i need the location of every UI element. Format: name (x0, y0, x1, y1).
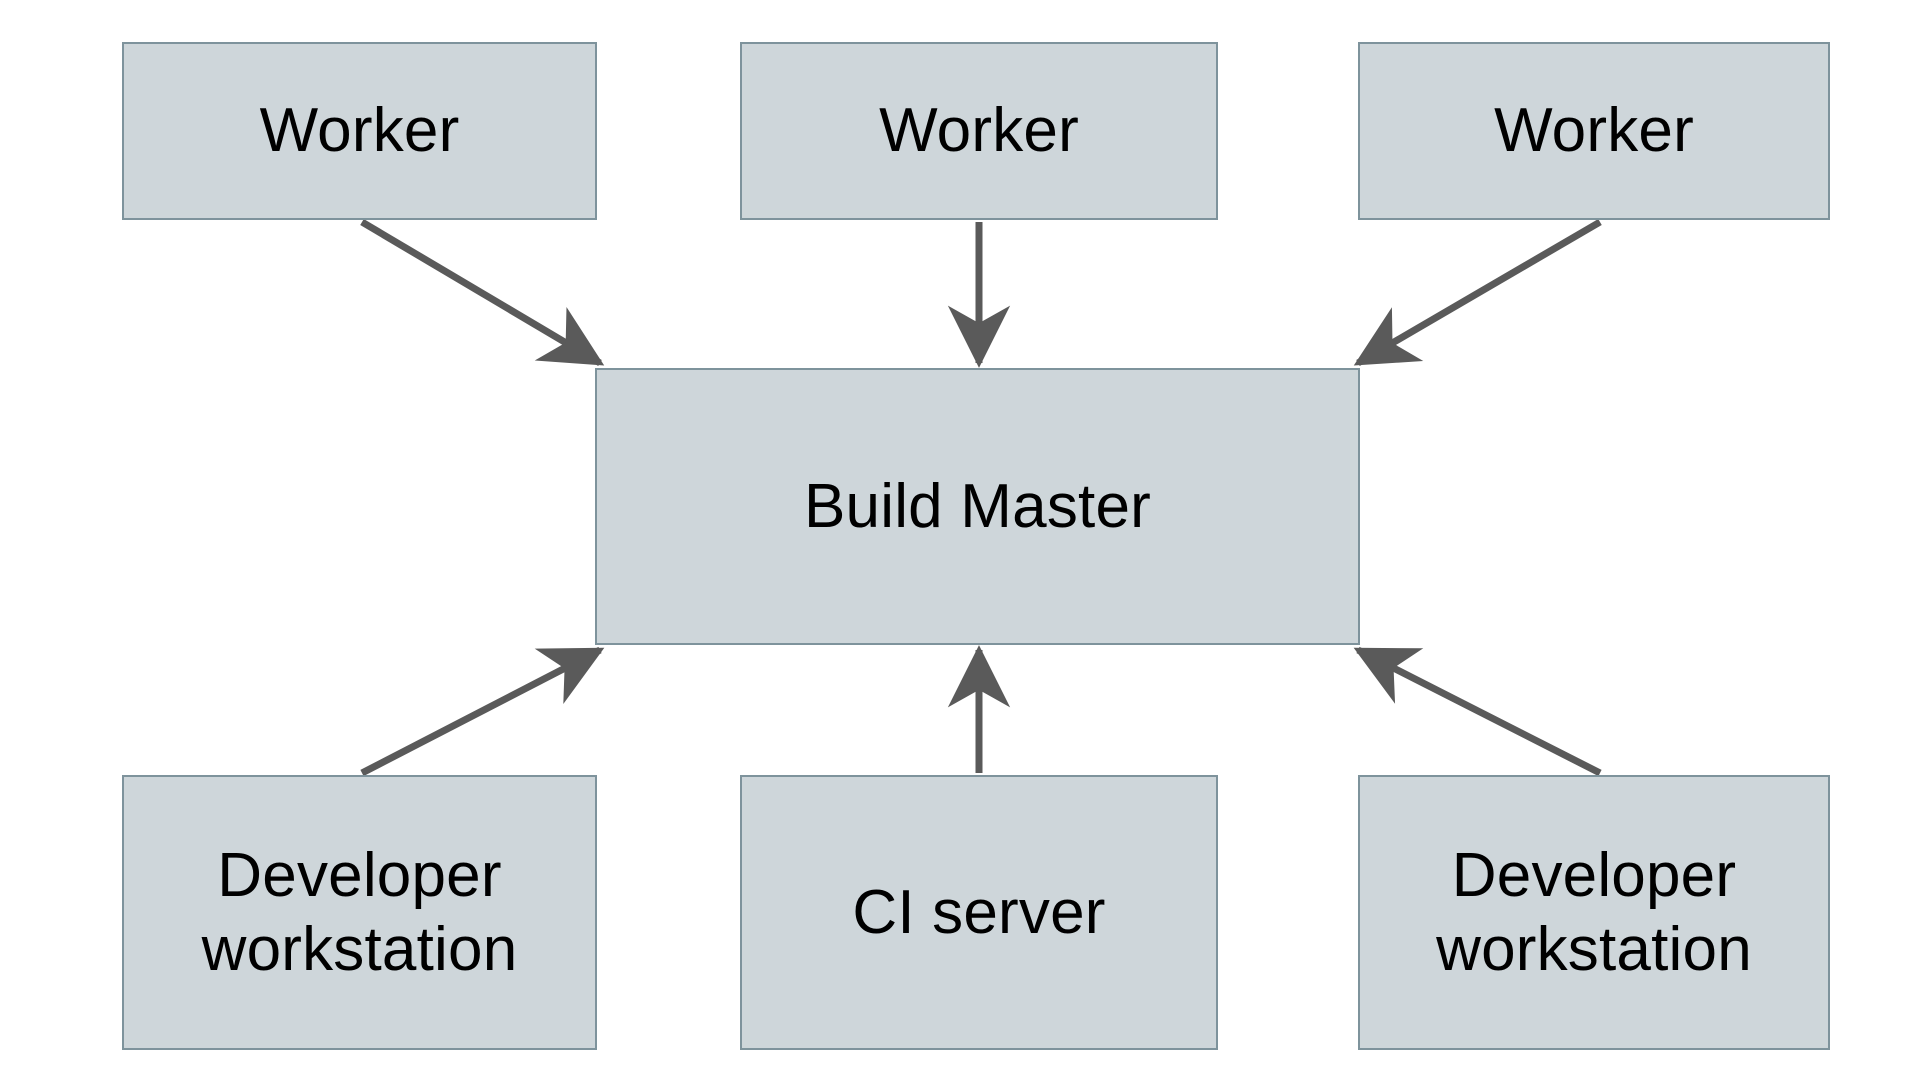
node-label: Worker (879, 96, 1079, 166)
node-label: Worker (1494, 96, 1694, 166)
edge-dev-left-to-build-master (360, 646, 605, 777)
node-worker-center[interactable]: Worker (740, 42, 1218, 220)
node-label: Worker (259, 96, 460, 166)
node-developer-workstation-left[interactable]: Developer workstation (122, 775, 597, 1050)
node-label: Developer workstation (1436, 841, 1752, 984)
node-worker-right[interactable]: Worker (1358, 42, 1830, 220)
edge-dev-right-to-build-master (1353, 646, 1602, 777)
edge-worker-left-to-build-master (360, 218, 605, 367)
edge-worker-right-to-build-master (1353, 218, 1602, 367)
node-ci-server[interactable]: CI server (740, 775, 1218, 1050)
node-developer-workstation-right[interactable]: Developer workstation (1358, 775, 1830, 1050)
node-build-master[interactable]: Build Master (595, 368, 1360, 645)
node-label: Build Master (804, 471, 1151, 541)
node-label: CI server (852, 877, 1106, 947)
node-worker-left[interactable]: Worker (122, 42, 597, 220)
node-label: Developer workstation (201, 841, 518, 984)
